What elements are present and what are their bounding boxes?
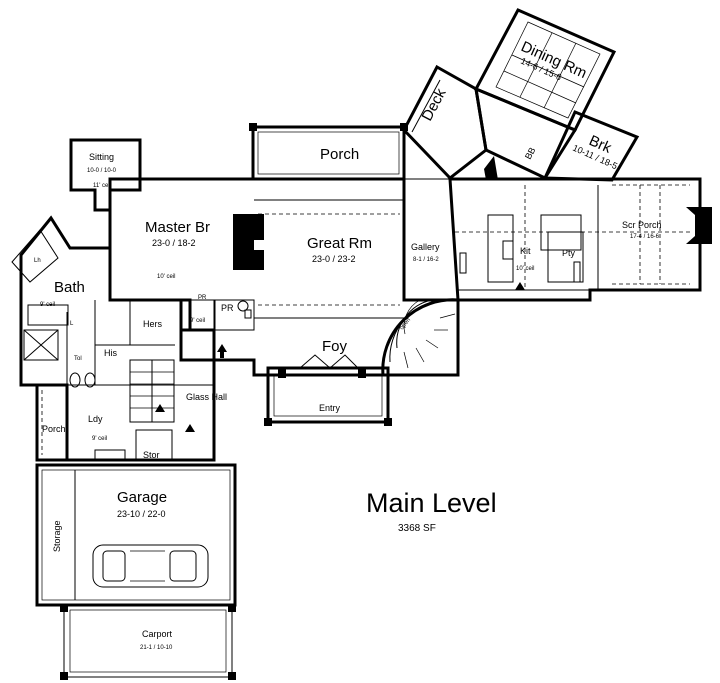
foyer-entry <box>264 354 392 426</box>
storage-label: Storage <box>52 520 62 552</box>
plan-title: Main Level <box>366 488 497 518</box>
rear-stair <box>129 359 175 461</box>
great-room-dims: 23-0 / 23-2 <box>312 254 356 264</box>
deck <box>402 64 488 181</box>
great-room-label: Great Rm <box>307 235 372 252</box>
glass-hall-label: Glass Hall <box>186 392 227 402</box>
plan-area: 3368 SF <box>398 523 436 534</box>
carport-dims: 21-1 / 10-10 <box>140 645 173 651</box>
side-porch-label: Porch <box>42 424 66 434</box>
bath-label: Bath <box>54 279 85 296</box>
entry-arrows <box>155 282 525 432</box>
master-bedroom-label: Master Br <box>145 219 210 236</box>
pantry-label: Pty <box>562 248 576 258</box>
porch-top-label: Porch <box>320 146 359 163</box>
toilet-label: Tol <box>74 356 82 362</box>
storage-closet-label: Stor <box>143 450 160 460</box>
kitchen-label: Kit <box>520 246 531 256</box>
screened-porch-dims: 17-4 / 16-6 <box>630 234 660 240</box>
kitchen-ceil: 10' ceil <box>516 266 535 272</box>
carport <box>60 604 236 680</box>
gallery-dims: 8-1 / 16-2 <box>413 257 439 263</box>
foyer-label: Foy <box>322 338 348 355</box>
screened-porch-label: Scr Porch <box>622 220 662 230</box>
powder-room-label: PR <box>221 303 234 313</box>
powder-room-small-label: PR <box>198 295 207 301</box>
garage <box>35 463 237 607</box>
sitting-room <box>69 138 142 212</box>
entry-label: Entry <box>319 403 341 413</box>
sitting-dims: 10-0 / 10-0 <box>87 168 117 174</box>
curved-stair <box>381 298 459 376</box>
garage-label: Garage <box>117 489 167 506</box>
master-bedroom-ceil: 10' ceil <box>157 274 176 280</box>
his-closet-label: His <box>104 348 117 358</box>
laundry-ceil: 9' ceil <box>92 436 107 442</box>
side-porch <box>35 383 126 462</box>
master-bedroom-dims: 23-0 / 18-2 <box>152 238 196 248</box>
sitting-label: Sitting <box>89 152 114 162</box>
hall-ceil: 9' ceil <box>190 318 205 324</box>
open-label: open <box>399 317 412 331</box>
sitting-ceil: 11' ceil <box>93 183 111 189</box>
bath-ceil: 9' ceil <box>40 302 55 308</box>
gallery-label: Gallery <box>411 242 440 252</box>
lh-label: Lh <box>34 258 41 264</box>
east-wing <box>448 156 712 302</box>
great-room-fireplaces <box>233 214 264 270</box>
garage-dims: 23-10 / 22-0 <box>117 509 166 519</box>
bb-label: BB <box>523 146 537 161</box>
linen-label: L <box>70 321 74 327</box>
laundry-label: Ldy <box>88 414 103 424</box>
carport-label: Carport <box>142 629 173 639</box>
hers-closet-label: Hers <box>143 319 163 329</box>
